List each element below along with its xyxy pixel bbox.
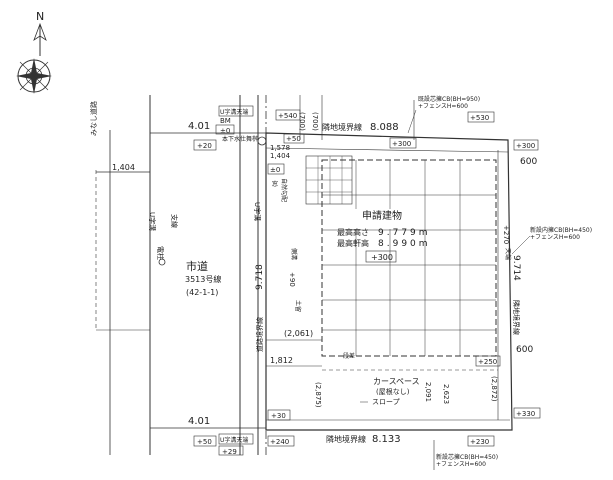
road-pole: 電柱	[156, 246, 165, 260]
boundary-labels: 隣地境界線 8.088 隣地境界線 8.133 隣地境界線 9.714 (700…	[298, 95, 592, 468]
level-inner-top: +300	[392, 140, 411, 148]
road-ditch-right: U字溝	[253, 202, 262, 221]
road-article: (42-1-1)	[186, 288, 218, 297]
building-height-value: 9.779m	[378, 228, 431, 238]
carport-note: (屋根なし)	[376, 387, 410, 396]
level-bottom-right: +230	[470, 438, 489, 446]
road-ditch-left: U字溝	[148, 212, 157, 231]
road-boundary-length: 9.718	[255, 264, 265, 290]
level-top-right2: +300	[516, 142, 535, 150]
car-space: カースペース (屋根なし) スロープ (2,875) 2,091 2,623 (…	[314, 369, 498, 408]
level-right-mid: +270	[502, 225, 510, 244]
road-lamp: 支線	[170, 214, 179, 228]
dim-700a: (700)	[298, 112, 306, 131]
building-eave-label: 最高軒高	[337, 238, 369, 248]
road-offset: 1,404	[112, 163, 135, 172]
bm-value: ±0	[220, 127, 230, 135]
road-area: みなし道路 4.01 4.01 1,404 U字溝 支線 電柱 U字溝 市道 3…	[89, 95, 267, 455]
level-site-top-left2: +50	[286, 135, 301, 143]
gutter-label: 側溝	[290, 248, 298, 260]
level-left-low: +30	[271, 412, 286, 420]
bm-bottom-value: +29	[222, 448, 237, 456]
south-boundary-length: 8.133	[372, 434, 401, 445]
dim-2091: 2,091	[424, 382, 432, 402]
building-eave-value: 8.990m	[378, 239, 431, 249]
drain-dim: 1,578	[270, 144, 290, 152]
building-title: 申請建物	[362, 209, 402, 222]
east-boundary-length: 9.714	[511, 255, 521, 281]
level-far-right: +330	[516, 410, 535, 418]
site-boundary	[265, 95, 513, 470]
fence-bottom-b: +フェンスH=600	[436, 461, 486, 468]
bm-label: BM	[220, 117, 231, 125]
road-boundary-label: 道路境界線	[255, 317, 264, 352]
level-bottom-left: +240	[270, 438, 289, 446]
benchmark: U字溝天端 BM ±0 U字溝天端 +29	[215, 105, 254, 456]
drain-icon	[257, 136, 267, 146]
steps-label: 段差	[343, 352, 355, 360]
building-height-label: 最高高さ	[337, 227, 369, 237]
bm-bottom-tag: U字溝天端	[220, 436, 248, 444]
north-boundary-label: 隣地境界線	[322, 122, 362, 132]
dim-2875: (2,875)	[314, 382, 322, 408]
level-site-top-left: +540	[278, 112, 297, 120]
level-boxes: +20 +50 +540 +50 ±0 +90 +30 +240 +530 +3…	[193, 109, 541, 447]
road-side-label: みなし道路	[89, 101, 98, 136]
building-footprint	[321, 159, 497, 357]
fence-bottom-a: 新設芯擁CB(BH=450)	[436, 453, 498, 461]
dim-2872: (2,872)	[490, 376, 498, 402]
level-under-drain: ±0	[270, 166, 280, 174]
side-note: 天端	[504, 248, 512, 260]
dim-2061: (2,061)	[284, 329, 313, 338]
road-number: 3513号線	[185, 274, 221, 284]
slope-label: スロープ	[372, 398, 400, 406]
window-label: 窓	[272, 180, 278, 188]
level-left-mid: +90	[288, 272, 296, 287]
dim-1812: 1,812	[270, 356, 293, 365]
utility-pole-icon	[158, 258, 166, 266]
road-width-top: 4.01	[188, 121, 210, 132]
drain-label: 本下水仕舞桝	[222, 135, 258, 143]
dim-2623: 2,623	[442, 384, 450, 404]
fence-top-b: +フェンスH=600	[418, 103, 468, 110]
level-right-low: +250	[478, 358, 497, 366]
dim-600a: 600	[520, 157, 537, 167]
building: 申請建物 最高高さ 9.779m 最高軒高 8.990m +300	[305, 155, 497, 357]
level-road-bottom: +50	[197, 438, 212, 446]
mark-label: 土留	[294, 300, 302, 312]
dim-700b: (700)	[311, 112, 319, 131]
fence-right-b: +フェンスH=600	[530, 234, 580, 241]
north-boundary-length: 8.088	[370, 122, 399, 133]
building-level: +300	[371, 253, 393, 262]
drain-dim2: 1,404	[270, 152, 291, 160]
north-letter: N	[36, 10, 44, 23]
dim-600b: 600	[516, 345, 533, 355]
north-arrow: N	[16, 10, 52, 94]
level-road-top: +20	[197, 142, 212, 150]
fence-top-a: 既設芯擁CB(BH=950)	[418, 95, 480, 103]
road-name: 市道	[186, 259, 208, 273]
road-width-bottom: 4.01	[188, 416, 210, 427]
south-boundary-label: 隣地境界線	[326, 434, 366, 444]
fence-right-a: 新設内擁CB(BH=450)	[530, 226, 592, 234]
level-top-right: +530	[470, 114, 489, 122]
east-boundary-label: 隣地境界線	[512, 300, 521, 335]
bm-top-tag: U字溝天端	[220, 108, 248, 116]
carport-label: カースペース	[373, 377, 420, 386]
drain-area: 本下水仕舞桝 1,578 1,404 自然勾配 側溝 土留 窓 (2,061) …	[222, 135, 512, 367]
stairs-note: 自然勾配	[280, 178, 288, 202]
